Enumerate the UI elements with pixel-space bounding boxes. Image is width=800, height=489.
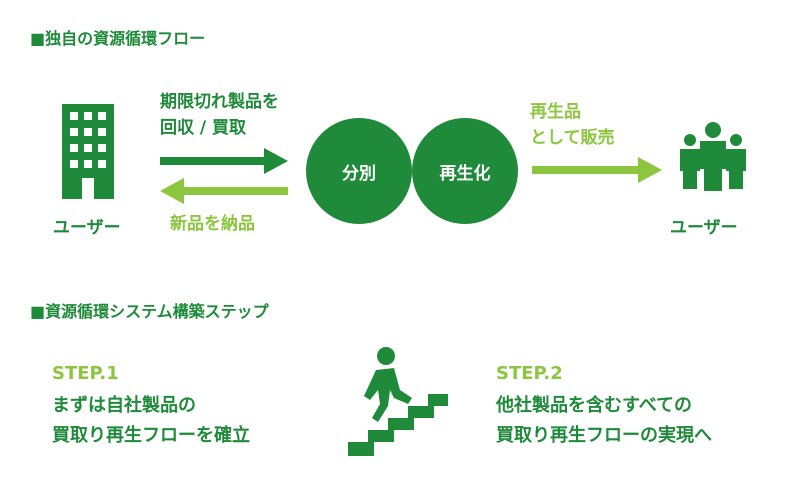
sell-label-line2: として販売	[530, 128, 615, 148]
sorting-label: 分別	[342, 163, 376, 184]
collect-label-line1: 期限切れ製品を	[160, 92, 279, 112]
step1-line1: まずは自社製品の	[52, 395, 196, 416]
step1-line2: 買取り再生フローを確立	[52, 425, 250, 446]
step2-line1: 他社製品を含むすべての	[496, 395, 693, 416]
collect-arrow	[160, 148, 288, 178]
section-title-flow: ■独自の資源循環フロー	[30, 29, 206, 48]
sell-arrow	[532, 157, 662, 187]
step1-title: STEP.1	[52, 363, 119, 384]
collect-label-line2: 回収 / 買取	[160, 118, 247, 138]
deliver-arrow	[160, 178, 288, 208]
right-user-label: ユーザー	[670, 218, 738, 238]
deliver-label: 新品を納品	[170, 214, 255, 234]
regeneration-label: 再生化	[439, 163, 491, 184]
step2-title: STEP.2	[496, 363, 563, 384]
left-user-label: ユーザー	[53, 218, 121, 238]
step2-line2: 買取り再生フローの実現へ	[496, 425, 712, 446]
regeneration-circle: 再生化	[412, 118, 518, 224]
section-title-steps: ■資源循環システム構築ステップ	[30, 302, 269, 321]
person-climbing-stairs-icon	[340, 346, 460, 460]
sell-label-line1: 再生品	[530, 102, 581, 122]
building-icon	[62, 104, 114, 203]
sorting-circle: 分別	[306, 118, 412, 224]
people-group-icon	[676, 122, 750, 196]
